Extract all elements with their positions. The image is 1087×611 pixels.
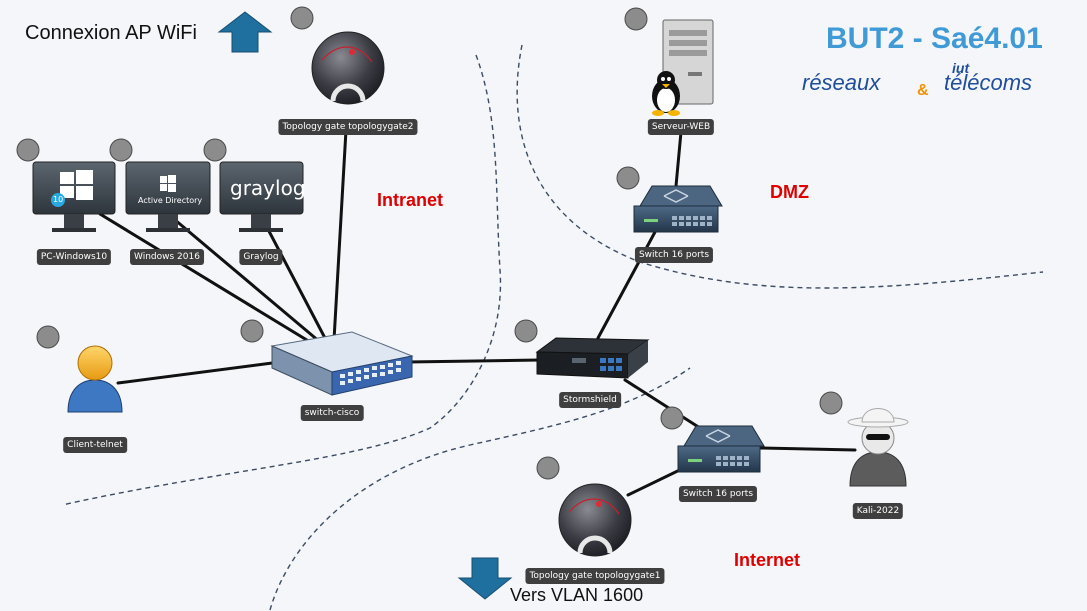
zone-internet-label: Internet	[734, 550, 801, 570]
link-graylog-switch	[258, 212, 328, 342]
logo-telecoms: télécoms	[944, 70, 1033, 95]
windows-10-badge-icon	[51, 193, 65, 207]
node-label-switch-internet[interactable]: Switch 16 ports	[678, 486, 758, 502]
link-stormshield-inetswitch	[623, 378, 702, 430]
status-dot	[514, 319, 538, 343]
pc-windows10-monitor-icon	[32, 161, 116, 232]
wifi-caption: Connexion AP WiFi	[25, 22, 197, 44]
status-dot	[290, 6, 314, 30]
node-label-topogate1[interactable]: Topology gate topologygate1	[525, 568, 665, 584]
node-label-client-telnet[interactable]: Client-telnet	[63, 437, 127, 453]
node-label-windows2016[interactable]: Windows 2016	[130, 249, 204, 265]
status-dot	[203, 138, 227, 162]
windows2016-monitor-icon	[125, 161, 211, 232]
arrow-down-icon	[457, 557, 513, 600]
node-label-stormshield[interactable]: Stormshield	[559, 392, 621, 408]
logo-iut: iut	[952, 60, 970, 76]
status-dot	[536, 456, 560, 480]
intranet-dmz-boundary	[61, 54, 502, 506]
link-gate2-switch	[332, 128, 348, 342]
status-dots	[16, 6, 843, 480]
user-icon	[67, 345, 123, 413]
reseaux-telecoms-logo: réseaux & iut télécoms	[802, 60, 1077, 110]
status-dot	[16, 138, 40, 162]
status-dot	[819, 391, 843, 415]
server-tower-icon	[662, 19, 714, 105]
status-dot	[36, 325, 60, 349]
link-switch-stormshield	[406, 358, 542, 364]
topology-gate-1-icon	[558, 483, 632, 557]
status-dot	[109, 138, 133, 162]
windows-logo-icon	[160, 175, 176, 192]
link-inetswitch-kali	[758, 446, 857, 452]
switch-dmz-icon	[633, 185, 723, 233]
node-label-serveur-web[interactable]: Serveur-WEB	[647, 119, 715, 135]
link-client-switch	[116, 360, 282, 385]
arrow-up-icon	[217, 11, 273, 53]
node-label-switch-dmz[interactable]: Switch 16 ports	[634, 247, 714, 263]
graylog-screen-logo: graylog	[230, 176, 306, 200]
dmz-upper-boundary	[516, 44, 1044, 289]
switch-cisco-icon	[270, 331, 414, 396]
stormshield-firewall-icon	[535, 337, 650, 379]
page-title: BUT2 - Saé4.01	[826, 22, 1043, 55]
node-label-kali[interactable]: Kali-2022	[852, 503, 904, 519]
topology-gate-2-icon	[311, 31, 385, 105]
node-label-switch-cisco[interactable]: switch-cisco	[300, 405, 364, 421]
logo-amp: &	[917, 82, 929, 99]
status-dot	[616, 166, 640, 190]
node-label-topogate2[interactable]: Topology gate topologygate2	[278, 119, 418, 135]
switch-internet-icon	[677, 425, 765, 473]
node-label-graylog[interactable]: Graylog	[239, 249, 283, 265]
windows-10-badge: 10	[53, 195, 64, 204]
node-label-pc-windows10[interactable]: PC-Windows10	[36, 249, 112, 265]
link-dmzswitch-web	[674, 130, 683, 188]
tux-penguin-icon	[652, 71, 680, 116]
hacker-icon	[847, 408, 909, 487]
active-directory-screen-text: Active Directory	[138, 196, 203, 205]
link-win2016-switch	[166, 212, 322, 344]
status-dot	[624, 7, 648, 31]
vlan-caption: Vers VLAN 1600	[510, 585, 644, 605]
internet-boundary	[269, 367, 691, 611]
graylog-monitor-icon	[219, 161, 304, 232]
status-dot	[660, 406, 684, 430]
zone-intranet-label: Intranet	[377, 190, 444, 210]
zone-boundaries	[61, 44, 1044, 611]
zone-dmz-label: DMZ	[770, 182, 809, 202]
link-pc-switch	[98, 212, 317, 347]
status-dot	[240, 319, 264, 343]
windows-logo-icon	[60, 170, 93, 200]
logo-reseaux: réseaux	[802, 70, 881, 95]
